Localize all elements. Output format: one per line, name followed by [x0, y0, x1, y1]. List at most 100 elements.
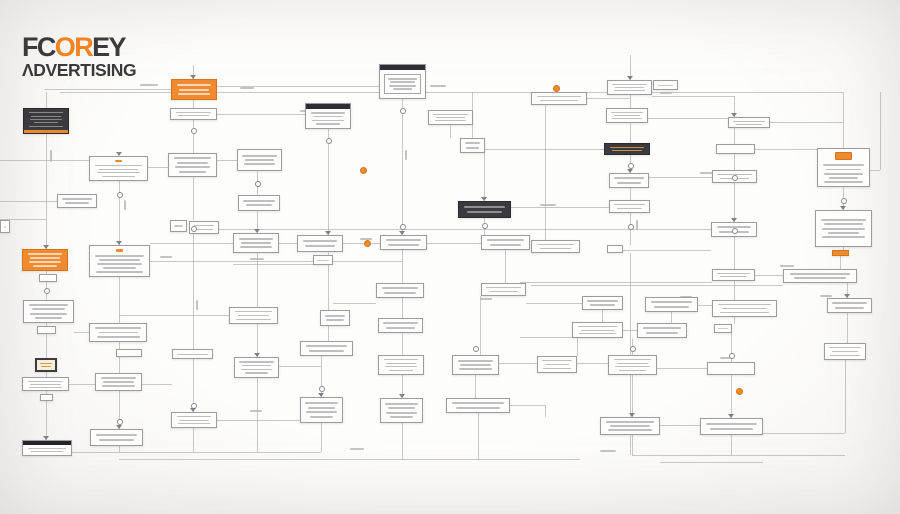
connector-line — [843, 247, 844, 250]
connector-line — [505, 250, 506, 283]
edge-label — [250, 258, 264, 260]
flow-box-darkhead — [305, 103, 351, 129]
pseudo-text-line — [98, 438, 135, 441]
pseudo-text-line — [543, 367, 571, 369]
connector-line — [587, 98, 630, 99]
connector-line — [475, 375, 476, 398]
pseudo-text-line — [195, 228, 213, 230]
connector-line — [402, 250, 403, 283]
flow-box-plain — [297, 235, 343, 252]
pseudo-text-line — [174, 225, 183, 227]
pseudo-text-line — [831, 350, 859, 353]
pseudo-text-line — [174, 166, 211, 169]
pseudo-text-line — [390, 81, 415, 84]
orange-junction-node — [553, 85, 560, 92]
connector-line — [279, 366, 321, 367]
flow-box-stub — [40, 394, 53, 401]
connector-line — [545, 105, 546, 240]
pseudo-text-line — [716, 226, 752, 229]
pseudo-text-line — [614, 204, 645, 206]
pseudo-text-line — [308, 349, 345, 352]
flow-box-plain — [537, 356, 577, 373]
flow-box-plain — [189, 221, 219, 234]
arrowhead-down — [399, 394, 405, 398]
pseudo-text-line — [235, 318, 272, 320]
pseudo-text-line — [383, 359, 419, 361]
connector-line — [577, 363, 608, 364]
pseudo-text-line — [33, 122, 59, 124]
edge-label — [780, 265, 794, 267]
connector-line — [870, 170, 880, 171]
pseudo-text-line — [95, 165, 142, 167]
edge-label — [350, 448, 364, 450]
connector-line — [698, 305, 712, 306]
connector-line — [734, 317, 735, 324]
pseudo-text-line — [642, 327, 682, 330]
pseudo-text-line — [30, 257, 60, 259]
connector-line — [671, 312, 672, 323]
pseudo-text-line — [385, 239, 422, 242]
connector-line — [217, 92, 843, 93]
junction-node — [841, 198, 847, 204]
edge-label — [700, 172, 714, 174]
connector-line — [510, 405, 545, 406]
pseudo-text-line — [577, 326, 618, 328]
pseudo-text-line — [173, 157, 212, 160]
pseudo-text-line — [456, 406, 500, 409]
connector-line — [734, 128, 735, 144]
edge-label — [50, 150, 52, 162]
flow-box-plain — [380, 398, 423, 423]
connector-line — [142, 384, 172, 385]
flow-box-plain — [446, 398, 510, 413]
pseudo-text-line — [98, 331, 138, 334]
pseudo-text-line — [27, 253, 63, 255]
pseudo-text-line — [542, 360, 572, 362]
flow-box-plain — [237, 149, 282, 171]
pseudo-text-line — [384, 366, 418, 368]
connector-line — [233, 264, 328, 265]
pseudo-text-line — [96, 172, 141, 174]
pseudo-text-line — [710, 427, 753, 430]
connector-line — [731, 375, 732, 418]
connector-line — [734, 183, 735, 222]
pseudo-text-line — [390, 416, 413, 419]
connector-line — [46, 372, 47, 377]
connector-line — [321, 356, 322, 397]
connector-line — [880, 92, 881, 170]
flow-box-plain — [572, 322, 623, 338]
pseudo-text-line — [179, 419, 209, 421]
edge-label — [240, 87, 254, 89]
pseudo-text-line — [616, 207, 643, 209]
junction-node — [117, 192, 123, 198]
connector-line — [60, 92, 171, 93]
junction-node — [732, 175, 738, 181]
pseudo-text-line — [822, 164, 865, 167]
edge-label — [405, 150, 407, 160]
orange-accent-mark — [115, 160, 122, 163]
pseudo-text-line — [463, 206, 506, 209]
pseudo-text-line — [381, 287, 419, 290]
orange-accent-mark — [835, 152, 852, 161]
pseudo-text-line — [389, 84, 416, 87]
connector-line — [119, 342, 120, 349]
pseudo-text-line — [718, 328, 728, 329]
pseudo-text-line — [719, 311, 769, 313]
junction-node — [630, 346, 636, 352]
junction-node — [255, 181, 261, 187]
flow-box-plain — [824, 343, 866, 360]
edge-label — [140, 84, 158, 86]
pseudo-text-line — [193, 225, 215, 227]
pseudo-text-line — [178, 115, 209, 116]
connector-line — [632, 455, 845, 456]
pseudo-text-line — [388, 369, 414, 371]
flow-box-plain — [376, 283, 424, 298]
pseudo-text-line — [540, 99, 578, 101]
pseudo-text-line — [243, 163, 276, 166]
connector-line — [119, 459, 580, 460]
flow-box-plain — [609, 173, 649, 188]
junction-node — [400, 224, 406, 230]
flow-box-darkamber — [604, 143, 650, 155]
pseudo-text-line — [245, 159, 274, 161]
connector-line — [328, 265, 329, 310]
pseudo-text-line — [457, 359, 494, 362]
